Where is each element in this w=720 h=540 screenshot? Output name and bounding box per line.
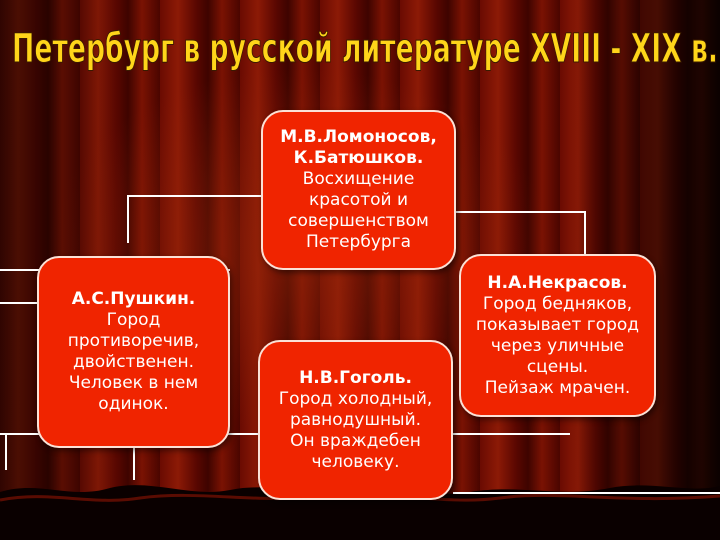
pushkin-card: А.С.Пушкин. Город противоречив, двойстве… <box>37 256 230 448</box>
card-description: Город холодный, равнодушный. Он враждебе… <box>278 388 433 472</box>
card-author: Н.А.Некрасов. <box>487 272 628 293</box>
title-text: Петербург в русской литературе XVIII - X… <box>12 26 718 72</box>
card-author: А.С.Пушкин. <box>71 289 196 309</box>
card-author: Н.В.Гоголь. <box>299 367 412 388</box>
card-description: Город бедняков, показывает город через у… <box>475 293 640 398</box>
card-description: Восхищение красотой и совершенством Пете… <box>288 169 429 252</box>
lomonosov-batyushkov-card: М.В.Ломоносов, К.Батюшков. Восхищение кр… <box>261 110 456 270</box>
card-description: Город противоречив, двойственен. Человек… <box>67 310 200 414</box>
gogol-card: Н.В.Гоголь. Город холодный, равнодушный.… <box>258 340 453 500</box>
connector-top-left <box>127 195 262 243</box>
connector-top-right <box>455 211 586 260</box>
nekrasov-card: Н.А.Некрасов. Город бедняков, показывает… <box>459 254 656 417</box>
card-author: М.В.Ломоносов, К.Батюшков. <box>280 127 437 168</box>
page-title: Петербург в русской литературе XVIII - X… <box>12 26 719 73</box>
